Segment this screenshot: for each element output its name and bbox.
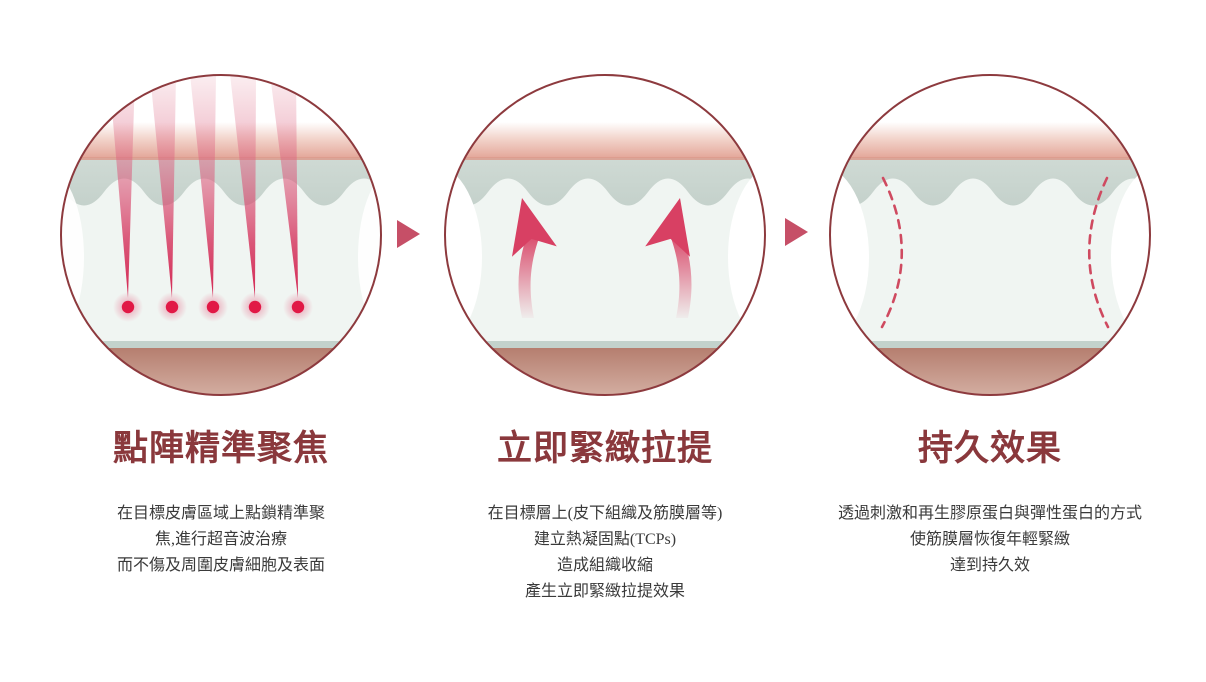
step-panel-focus: 點陣精準聚焦 在目標皮膚區域上點鎖精準聚 焦,進行超音波治療 而不傷及周圍皮膚細… <box>41 72 401 579</box>
step-panel-lasting: 持久效果 透過刺激和再生膠原蛋白與彈性蛋白的方式 使筋膜層恢復年輕緊緻 達到持久… <box>805 72 1175 579</box>
fractional-beams-icon <box>60 74 382 396</box>
description-line: 在目標皮膚區域上點鎖精準聚 <box>116 505 325 522</box>
right-triangle-icon <box>785 218 808 246</box>
description-line: 產生立即緊緻拉提效果 <box>524 583 685 600</box>
description-line: 達到持久效 <box>949 557 1030 574</box>
step-description: 在目標層上(皮下組織及筋膜層等) 建立熱凝固點(TCPs) 造成組織收縮 產生立… <box>425 501 785 605</box>
skin-illustration-lasting <box>827 72 1153 398</box>
step-panel-lift: 立即緊緻拉提 在目標層上(皮下組織及筋膜層等) 建立熱凝固點(TCPs) 造成組… <box>425 72 785 605</box>
description-line: 建立熱凝固點(TCPs) <box>533 531 677 548</box>
skin-illustration-lift <box>442 72 768 398</box>
step-title: 點陣精準聚焦 <box>112 429 329 468</box>
step-title: 立即緊緻拉提 <box>496 429 713 468</box>
right-triangle-icon <box>397 220 420 248</box>
description-line: 焦,進行超音波治療 <box>154 531 287 548</box>
description-line: 造成組織收縮 <box>556 557 653 574</box>
contour-dashes-icon <box>829 74 1151 396</box>
description-line: 而不傷及周圍皮膚細胞及表面 <box>116 557 325 574</box>
skin-illustration-focus <box>58 72 384 398</box>
step-description: 在目標皮膚區域上點鎖精準聚 焦,進行超音波治療 而不傷及周圍皮膚細胞及表面 <box>41 501 401 579</box>
lift-arrows-icon <box>444 74 766 396</box>
step-description: 透過刺激和再生膠原蛋白與彈性蛋白的方式 使筋膜層恢復年輕緊緻 達到持久效 <box>805 501 1175 579</box>
description-line: 在目標層上(皮下組織及筋膜層等) <box>487 505 723 522</box>
description-line: 透過刺激和再生膠原蛋白與彈性蛋白的方式 <box>837 505 1142 522</box>
description-line: 使筋膜層恢復年輕緊緻 <box>909 531 1070 548</box>
step-title: 持久效果 <box>917 429 1062 468</box>
